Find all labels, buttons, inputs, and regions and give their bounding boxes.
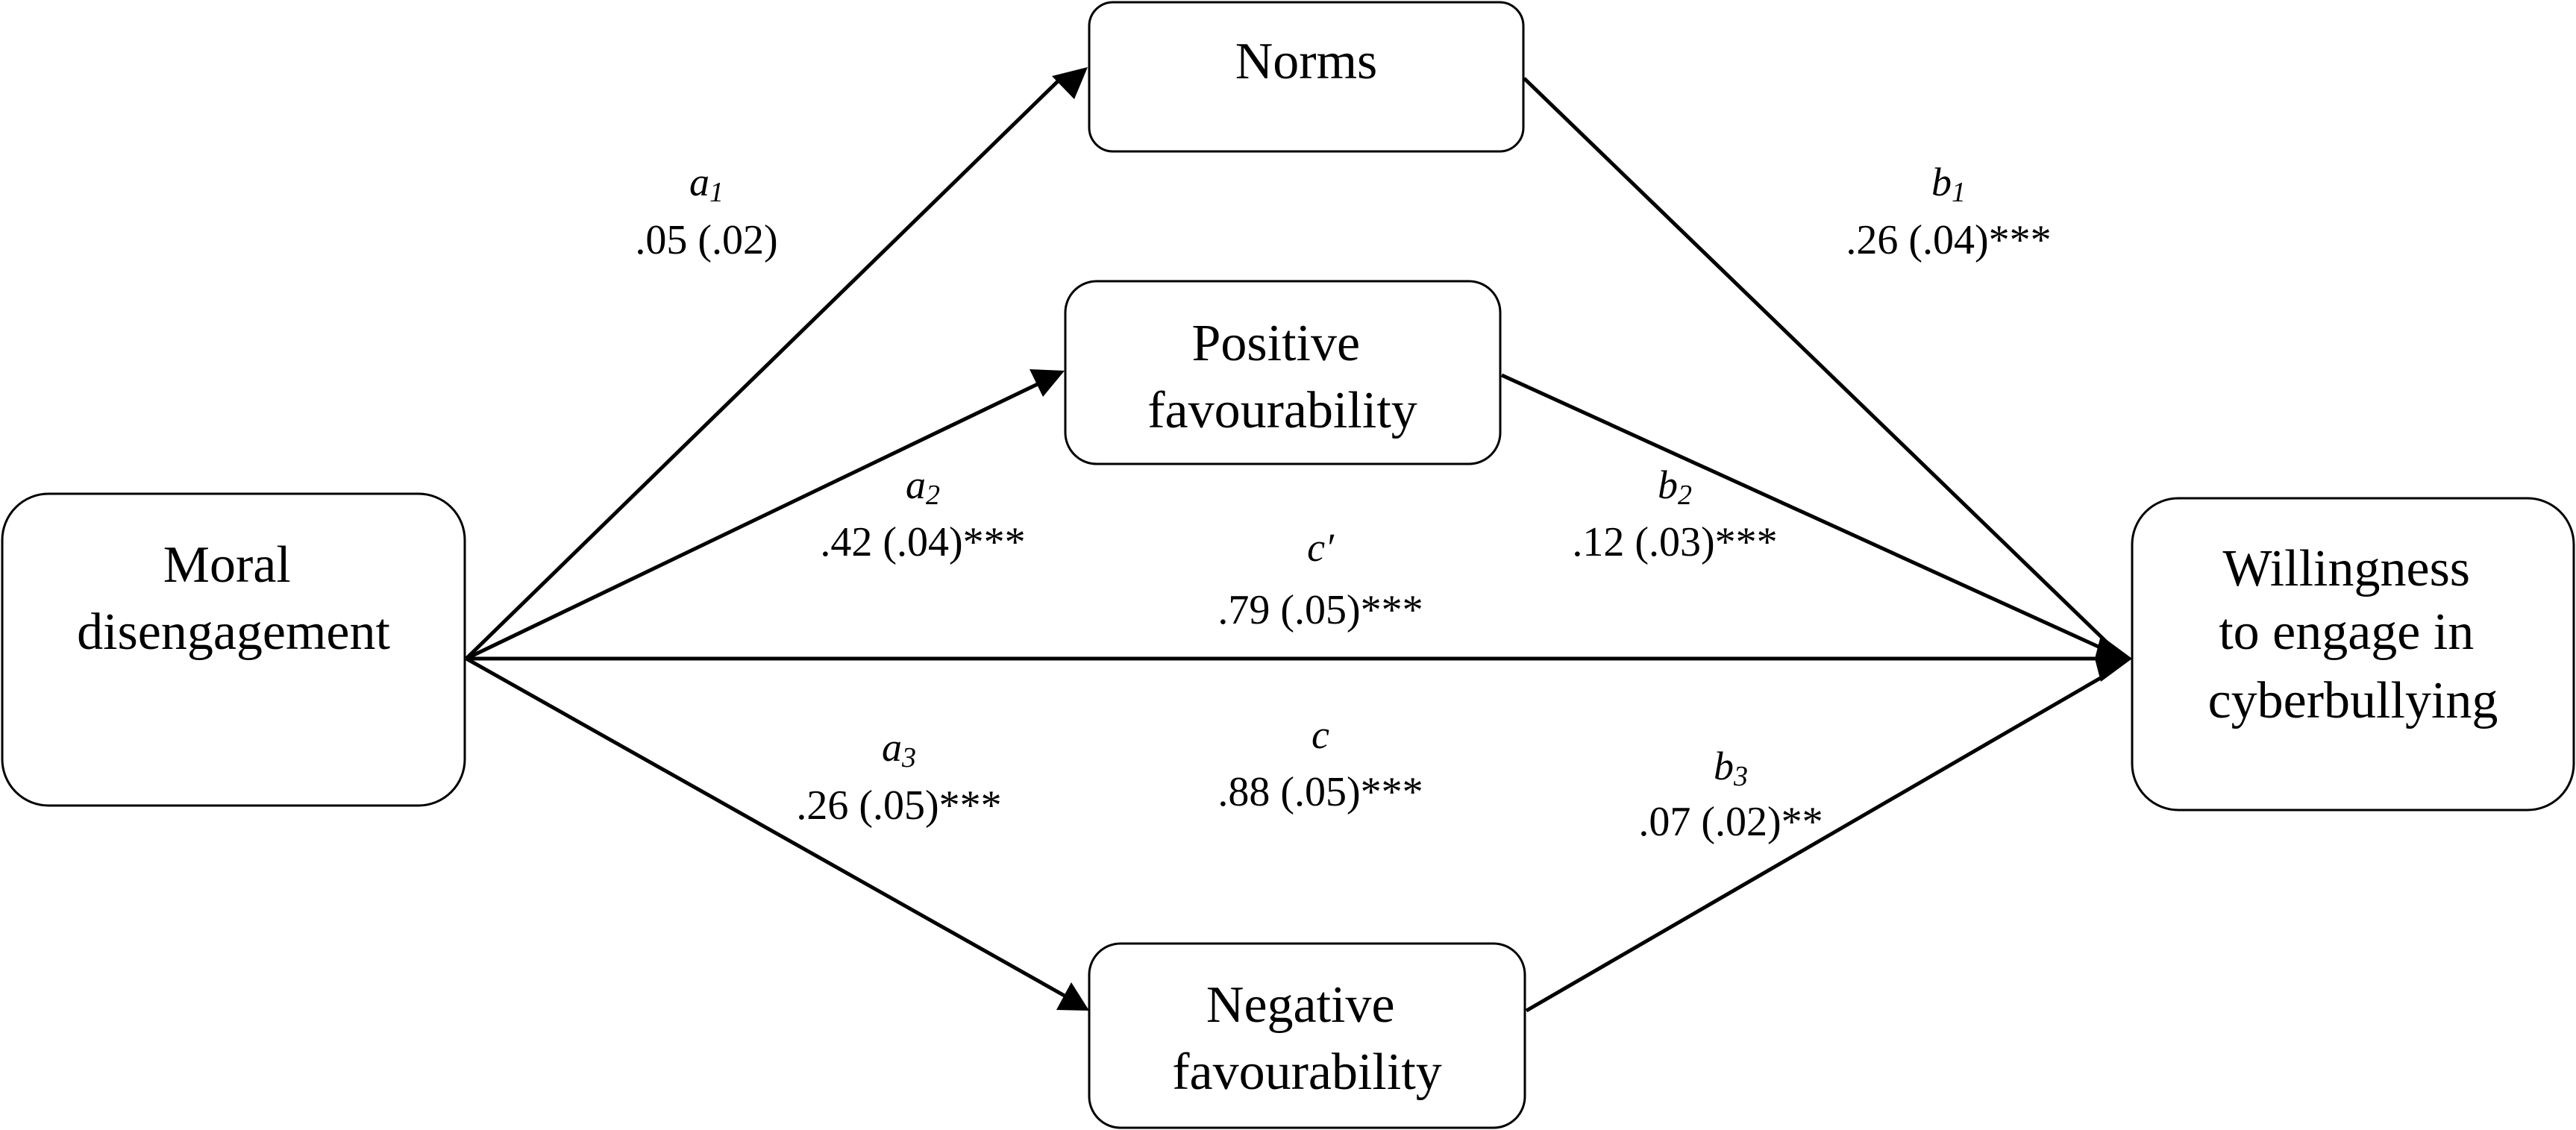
coef-subscript: 3 <box>1733 761 1748 792</box>
connectors <box>465 67 2132 1013</box>
path-a2-arrowhead <box>1030 369 1065 397</box>
coef-name: b <box>1658 462 1678 507</box>
svg-text:a3: a3 <box>882 725 916 773</box>
coef-value: .12 (.03)*** <box>1572 519 1777 565</box>
node-label-line: disengagement <box>77 603 390 661</box>
coef-name: b <box>1931 160 1952 204</box>
svg-text:Norms: Norms <box>1235 33 1378 90</box>
path-a2-line <box>465 380 1042 661</box>
svg-text:a2: a2 <box>906 462 940 511</box>
path-b1-line <box>1523 77 2110 645</box>
coef-value: .88 (.05)*** <box>1218 769 1423 815</box>
coef-value: .26 (.04)*** <box>1846 217 2051 263</box>
willingness-arrowhead <box>2095 635 2132 682</box>
label-c: c .88 (.05)*** <box>1218 712 1423 815</box>
svg-text:b3: b3 <box>1714 744 1748 792</box>
node-label-line: Positive <box>1191 315 1360 372</box>
label-b2: b2 .12 (.03)*** <box>1572 462 1777 565</box>
coef-subscript: 1 <box>1952 177 1966 208</box>
node-label-line: cyberbullying <box>2208 672 2498 729</box>
coef-name: c′ <box>1307 525 1335 570</box>
node-label-line: to engage in <box>2219 603 2474 661</box>
node-label-line: Willingness <box>2222 540 2470 597</box>
label-a2: a2 .42 (.04)*** <box>820 462 1025 565</box>
coef-name: a <box>689 160 709 204</box>
node-norms: Norms <box>1088 1 1525 153</box>
svg-text:b1: b1 <box>1931 160 1966 208</box>
svg-text:Negative favourability: Negative favourability <box>1172 976 1442 1101</box>
path-a1-arrowhead <box>1052 67 1088 99</box>
svg-text:Willingness to engage in: Willingness to engage in cyberbullying <box>2208 540 2498 729</box>
svg-text:a1: a1 <box>689 160 724 208</box>
label-b3: b3 .07 (.02)** <box>1638 744 1823 845</box>
node-box <box>1088 942 1526 1129</box>
label-b1: b1 .26 (.04)*** <box>1846 160 2051 263</box>
coef-value: .05 (.02) <box>635 217 777 263</box>
node-box <box>1064 280 1502 465</box>
svg-text:Moral disengagement: Moral disengagement <box>77 536 390 661</box>
coef-name: a <box>906 462 926 507</box>
coef-value: .07 (.02)** <box>1638 799 1823 845</box>
node-willingness: Willingness to engage in cyberbullying <box>2131 497 2575 812</box>
label-c-prime: c′ .79 (.05)*** <box>1218 525 1423 633</box>
coef-subscript: 3 <box>901 742 916 773</box>
svg-text:Positive favourability: Positive favourability <box>1147 315 1417 439</box>
label-a1: a1 .05 (.02) <box>635 160 777 263</box>
node-positive-favourability: Positive favourability <box>1064 280 1502 465</box>
node-box <box>1 492 466 807</box>
path-b3-line <box>1525 671 2110 1013</box>
path-a1-line <box>465 77 1062 660</box>
node-label-line: favourability <box>1172 1043 1442 1101</box>
coef-value: .42 (.04)*** <box>820 519 1025 565</box>
svg-text:b2: b2 <box>1658 462 1692 511</box>
node-box <box>1088 1 1525 153</box>
node-label-line: Norms <box>1235 33 1378 90</box>
coef-value: .79 (.05)*** <box>1218 587 1423 633</box>
coef-name: a <box>882 725 902 770</box>
node-label-line: Negative <box>1206 976 1395 1034</box>
path-b2-line <box>1500 373 2110 653</box>
coef-subscript: 2 <box>1678 480 1692 511</box>
coef-value: .26 (.05)*** <box>796 782 1001 829</box>
node-box <box>2131 497 2575 812</box>
coef-name: b <box>1714 744 1734 788</box>
node-label-line: Moral <box>163 536 291 594</box>
coef-subscript: 1 <box>709 177 724 208</box>
coef-subscript: 2 <box>926 480 940 511</box>
label-a3: a3 .26 (.05)*** <box>796 725 1001 829</box>
coef-name: c <box>1311 712 1329 757</box>
node-label-line: favourability <box>1147 382 1417 439</box>
node-negative-favourability: Negative favourability <box>1088 942 1526 1129</box>
path-a3-arrowhead <box>1056 982 1089 1011</box>
path-a3-line <box>465 656 1066 998</box>
node-moral-disengagement: Moral disengagement <box>1 492 466 807</box>
